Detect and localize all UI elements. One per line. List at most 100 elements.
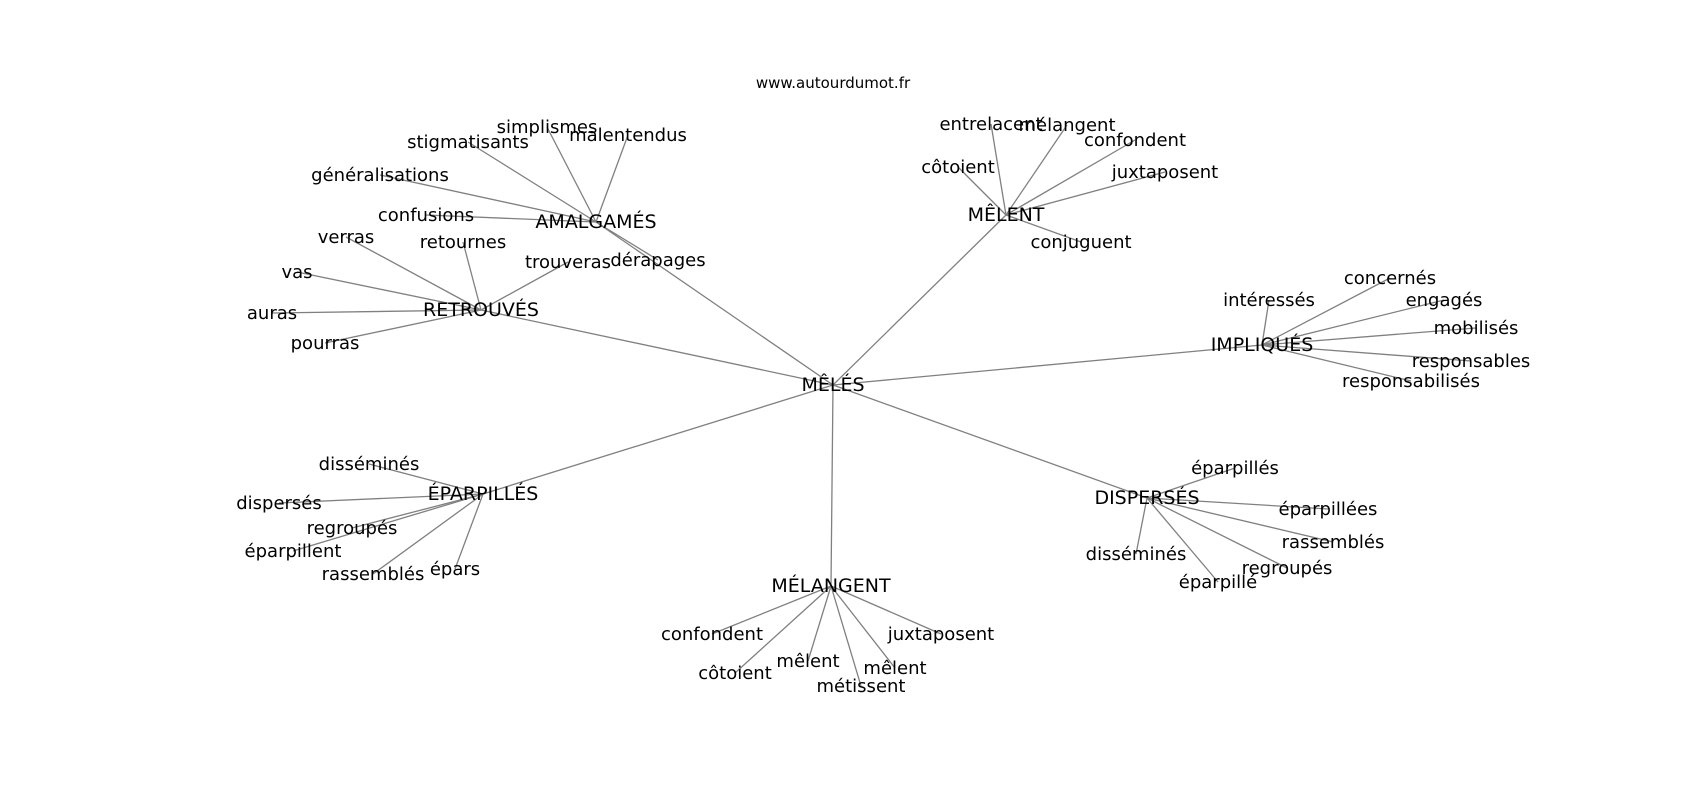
edge-hub-to-leaf: [830, 585, 862, 687]
leaf-word[interactable]: responsables: [1412, 351, 1531, 372]
edge-hub-to-leaf: [462, 241, 482, 311]
leaf-word[interactable]: confondent: [1084, 130, 1186, 151]
edge-hub-to-leaf: [1005, 171, 1166, 216]
edge-hub-to-leaf: [1261, 344, 1412, 382]
leaf-word[interactable]: confondent: [661, 624, 763, 645]
leaf-word[interactable]: engagés: [1406, 290, 1483, 311]
leaf-word[interactable]: disséminés: [319, 454, 420, 475]
leaf-word[interactable]: généralisations: [311, 165, 449, 186]
leaf-word[interactable]: mêlent: [863, 658, 926, 679]
leaf-word[interactable]: dispersés: [236, 493, 322, 514]
leaf-word[interactable]: concernés: [1344, 268, 1436, 289]
edges: [271, 123, 1477, 687]
edge-hub-to-leaf: [454, 493, 484, 570]
leaf-word[interactable]: rassemblés: [322, 564, 425, 585]
edge-hub-to-leaf: [1005, 139, 1136, 216]
leaf-word[interactable]: dérapages: [610, 250, 705, 271]
edge-hub-to-leaf: [807, 585, 832, 662]
leaf-word[interactable]: éparpillés: [1191, 458, 1279, 479]
edge-hub-to-leaf: [351, 493, 484, 529]
edge-hub-to-leaf: [271, 309, 482, 314]
leaf-word[interactable]: éparpillées: [1279, 499, 1378, 520]
leaf-word[interactable]: conjuguent: [1030, 232, 1131, 253]
edge-hub-to-leaf: [957, 166, 1007, 216]
leaf-word[interactable]: intéressés: [1223, 290, 1315, 311]
edge-hub-to-leaf: [546, 126, 597, 223]
leaf-word[interactable]: simplismes: [497, 117, 598, 138]
edge-hub-to-leaf: [830, 585, 942, 635]
edge-hub-to-leaf: [1146, 467, 1236, 499]
leaf-word[interactable]: stigmatisants: [407, 132, 529, 153]
edge-hub-to-leaf: [372, 493, 484, 575]
leaf-word[interactable]: trouveras: [525, 252, 611, 273]
edge-hub-to-leaf: [990, 123, 1007, 216]
hub-word[interactable]: RETROUVÉS: [423, 298, 539, 321]
leaf-word[interactable]: pourras: [291, 333, 360, 354]
edge-hub-to-leaf: [1005, 124, 1068, 216]
leaf-word[interactable]: mélangent: [1018, 115, 1115, 136]
hub-word[interactable]: IMPLIQUÉS: [1211, 333, 1314, 356]
edge-hub-to-leaf: [1146, 497, 1329, 510]
leaf-word[interactable]: côtoient: [698, 663, 772, 684]
leaf-word[interactable]: auras: [247, 303, 297, 324]
leaf-word[interactable]: rassemblés: [1282, 532, 1385, 553]
edge-center-to-hub: [480, 309, 834, 386]
edge-hub-to-leaf: [480, 261, 569, 311]
leaf-word[interactable]: verras: [318, 227, 375, 248]
leaf-word[interactable]: responsabilisés: [1342, 371, 1480, 392]
leaf-word[interactable]: éparpillé: [1179, 572, 1257, 593]
edge-hub-to-leaf: [296, 271, 482, 311]
center-word[interactable]: MÊLÉS: [801, 373, 864, 396]
edge-hub-to-leaf: [595, 221, 659, 261]
hub-word[interactable]: AMALGAMÉS: [535, 210, 656, 233]
leaf-word[interactable]: confusions: [378, 205, 474, 226]
edge-center-to-hub: [832, 384, 1148, 499]
hub-word[interactable]: DISPERSÉS: [1094, 486, 1199, 509]
edge-center-to-hub: [482, 384, 834, 495]
edge-center-to-hub: [595, 221, 834, 386]
edge-hub-to-leaf: [734, 585, 832, 674]
edge-hub-to-leaf: [1146, 497, 1334, 543]
leaf-word[interactable]: vas: [281, 262, 312, 283]
leaf-word[interactable]: regroupés: [307, 518, 398, 539]
site-url[interactable]: www.autourdumot.fr: [756, 74, 911, 92]
leaf-word[interactable]: retournes: [420, 232, 507, 253]
edge-hub-to-leaf: [368, 463, 484, 495]
edge-hub-to-leaf: [345, 236, 482, 311]
leaf-word[interactable]: regroupés: [1242, 558, 1333, 579]
leaf-word[interactable]: disséminés: [1086, 544, 1187, 565]
leaf-word[interactable]: épars: [430, 559, 480, 580]
leaf-word[interactable]: juxtaposent: [1111, 162, 1219, 183]
edge-hub-to-leaf: [324, 309, 482, 344]
edge-hub-to-leaf: [1146, 497, 1288, 569]
edge-hub-to-leaf: [379, 174, 597, 223]
edge-hub-to-leaf: [595, 134, 629, 223]
hub-word[interactable]: ÉPARPILLÉS: [428, 482, 539, 505]
leaf-word[interactable]: métissent: [817, 676, 906, 697]
leaf-word[interactable]: juxtaposent: [887, 624, 995, 645]
leaf-word[interactable]: malentendus: [569, 125, 687, 146]
leaf-word[interactable]: côtoient: [921, 157, 995, 178]
leaf-word[interactable]: mobilisés: [1434, 318, 1519, 339]
leaf-word[interactable]: mêlent: [776, 651, 839, 672]
leaf-word[interactable]: entrelacent: [939, 114, 1042, 135]
edge-hub-to-leaf: [278, 493, 484, 504]
hub-word[interactable]: MÉLANGENT: [771, 574, 891, 597]
leaf-word[interactable]: éparpillent: [245, 541, 342, 562]
edge-hub-to-leaf: [1135, 497, 1148, 555]
edge-hub-to-leaf: [425, 214, 597, 223]
edge-hub-to-leaf: [1005, 214, 1082, 243]
edge-center-to-hub: [832, 344, 1263, 386]
edge-hub-to-leaf: [1146, 497, 1219, 583]
edge-hub-to-leaf: [1261, 277, 1391, 346]
labels: www.autourdumot.fr MÊLÉS simplismesmalen…: [236, 74, 1530, 697]
edge-hub-to-leaf: [292, 493, 484, 552]
edge-hub-to-leaf: [1261, 299, 1270, 346]
hub-word[interactable]: MÊLENT: [968, 203, 1045, 226]
edge-hub-to-leaf: [1261, 344, 1472, 362]
edge-hub-to-leaf: [830, 585, 896, 669]
edge-hub-to-leaf: [467, 141, 597, 223]
edge-hub-to-leaf: [1261, 299, 1445, 346]
edge-center-to-hub: [832, 214, 1007, 386]
